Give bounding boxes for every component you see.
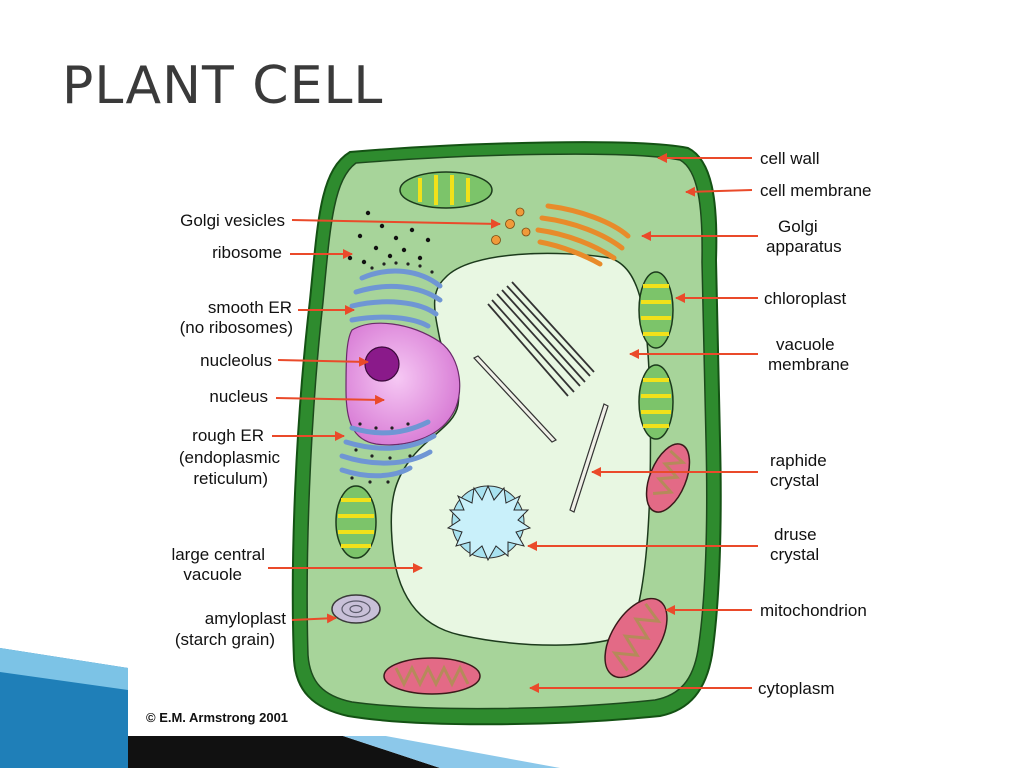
label-rough-er: rough ER: [192, 426, 264, 445]
druse-crystal: [446, 484, 532, 562]
label-chloroplast: chloroplast: [764, 289, 846, 308]
label-amyloplast-note: (starch grain): [175, 630, 275, 649]
label-rough-er-note-1: (endoplasmic: [179, 448, 281, 467]
chloroplast-right-2: [638, 364, 674, 440]
slide-title: PLANT CELL: [62, 56, 384, 116]
mitochondrion-bottom-right: [604, 597, 668, 679]
label-raphide-crystal: crystal: [770, 471, 819, 490]
label-vacuole: vacuole: [183, 565, 242, 584]
raphide-crystal: [473, 355, 557, 443]
label-amyloplast: amyloplast: [205, 609, 287, 628]
label-raphide: raphide: [770, 451, 827, 470]
mitochondrion-right: [645, 443, 691, 513]
label-golgi: Golgi: [778, 217, 818, 236]
label-ribosome: ribosome: [212, 243, 282, 262]
copyright-text: © E.M. Armstrong 2001: [146, 710, 288, 725]
label-druse-crystal: crystal: [770, 545, 819, 564]
label-rough-er-note-2: reticulum): [193, 469, 268, 488]
label-cell-wall: cell wall: [760, 149, 820, 168]
label-golgi-apparatus: apparatus: [766, 237, 842, 256]
arrow-nucleolus: [277, 356, 369, 367]
smooth-er: [349, 268, 443, 329]
label-nucleus: nucleus: [209, 387, 268, 406]
nucleolus: [364, 346, 400, 382]
chloroplast-left: [335, 485, 377, 559]
er-ribosomes: [370, 261, 434, 274]
label-arrows: [268, 153, 758, 693]
golgi-apparatus: [535, 203, 631, 267]
arrow-amyloplast: [291, 613, 337, 624]
label-druse: druse: [774, 525, 817, 544]
label-large-central: large central: [171, 545, 265, 564]
rough-er: [339, 419, 437, 479]
label-smooth-er: smooth ER: [208, 298, 292, 317]
label-mitochondrion: mitochondrion: [760, 601, 867, 620]
label-golgi-vesicles: Golgi vesicles: [180, 211, 285, 230]
label-cytoplasm: cytoplasm: [758, 679, 835, 698]
chloroplast-top: [399, 171, 493, 209]
chloroplast-right-1: [638, 271, 674, 349]
golgi-vesicles: [491, 207, 531, 245]
left-labels: Golgi vesicles ribosome smooth ER (no ri…: [171, 211, 293, 649]
label-vacuole-membrane-2: membrane: [768, 355, 849, 374]
amyloplast: [331, 594, 381, 624]
label-nucleolus: nucleolus: [200, 351, 272, 370]
arrow-cell-membrane: [685, 186, 753, 197]
label-vacuole-membrane-1: vacuole: [776, 335, 835, 354]
raphide-crystal-2: [569, 403, 609, 513]
rough-er-ribosomes: [350, 422, 412, 484]
arrow-golgi-vesicles: [291, 218, 501, 229]
arrow-nucleus: [275, 394, 385, 405]
label-smooth-er-note: (no ribosomes): [180, 318, 293, 337]
right-labels: cell wall cell membrane Golgi apparatus …: [758, 149, 872, 698]
label-cell-membrane: cell membrane: [760, 181, 872, 200]
raphide-crystal-bundle: [487, 281, 595, 397]
mitochondrion-bottom: [383, 657, 481, 695]
